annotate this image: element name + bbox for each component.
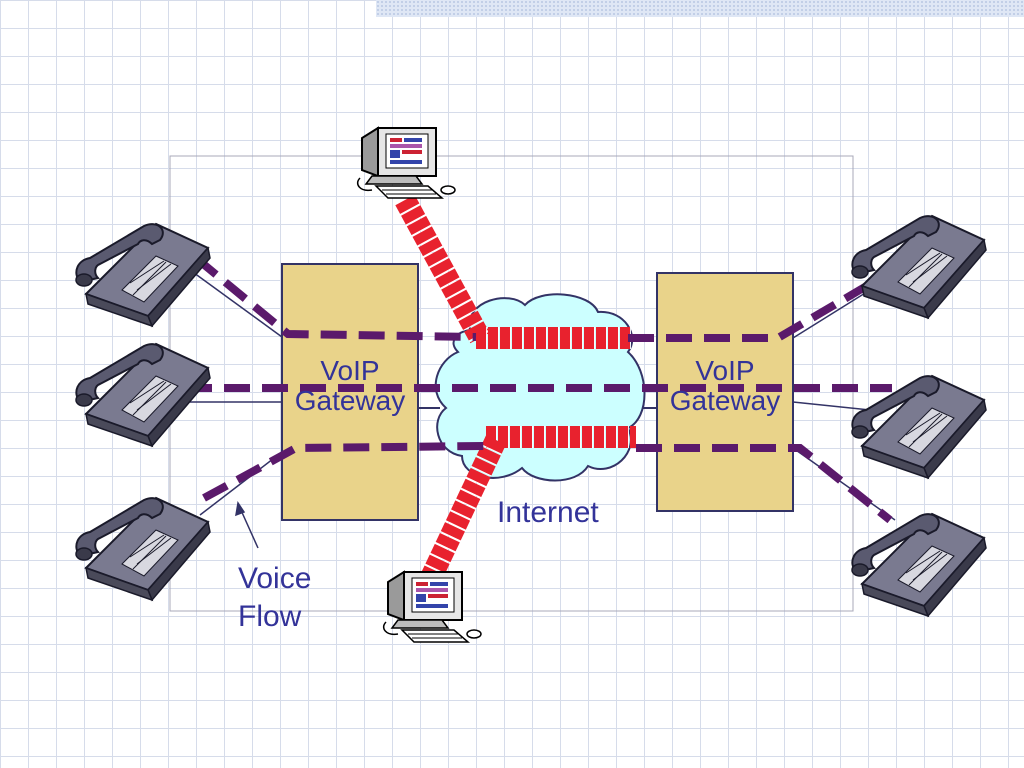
data-traffic-streams [395,194,636,589]
internet-label: Internet [497,496,599,529]
desk-phone-icon [75,223,211,327]
voice-flow-label-line1: Voice [238,562,312,595]
phone-links [189,269,896,521]
left-gateway-label-line1: VoIP [320,355,380,386]
right-gateway-label-line2: Gateway [669,385,781,416]
voice-flow-paths [186,254,893,524]
desk-phone-icon [851,513,987,617]
header-band [376,0,1024,17]
voice-flow-label-line2: Flow [238,600,302,633]
desktop-computer-icon [382,571,482,643]
desk-phone-icon [75,497,211,601]
desk-phone-icon [851,215,987,319]
left-gateway-label: VoIP Gateway [275,356,425,416]
voice-flow-label: Voice Flow [238,560,311,636]
right-gateway-label: VoIP Gateway [650,356,800,416]
left-gateway-label-line2: Gateway [294,385,406,416]
desk-phone-icon [75,343,211,447]
desktop-computer-icon [356,127,456,199]
voice-flow-pointer [235,501,259,549]
right-gateway-label-line1: VoIP [695,355,755,386]
